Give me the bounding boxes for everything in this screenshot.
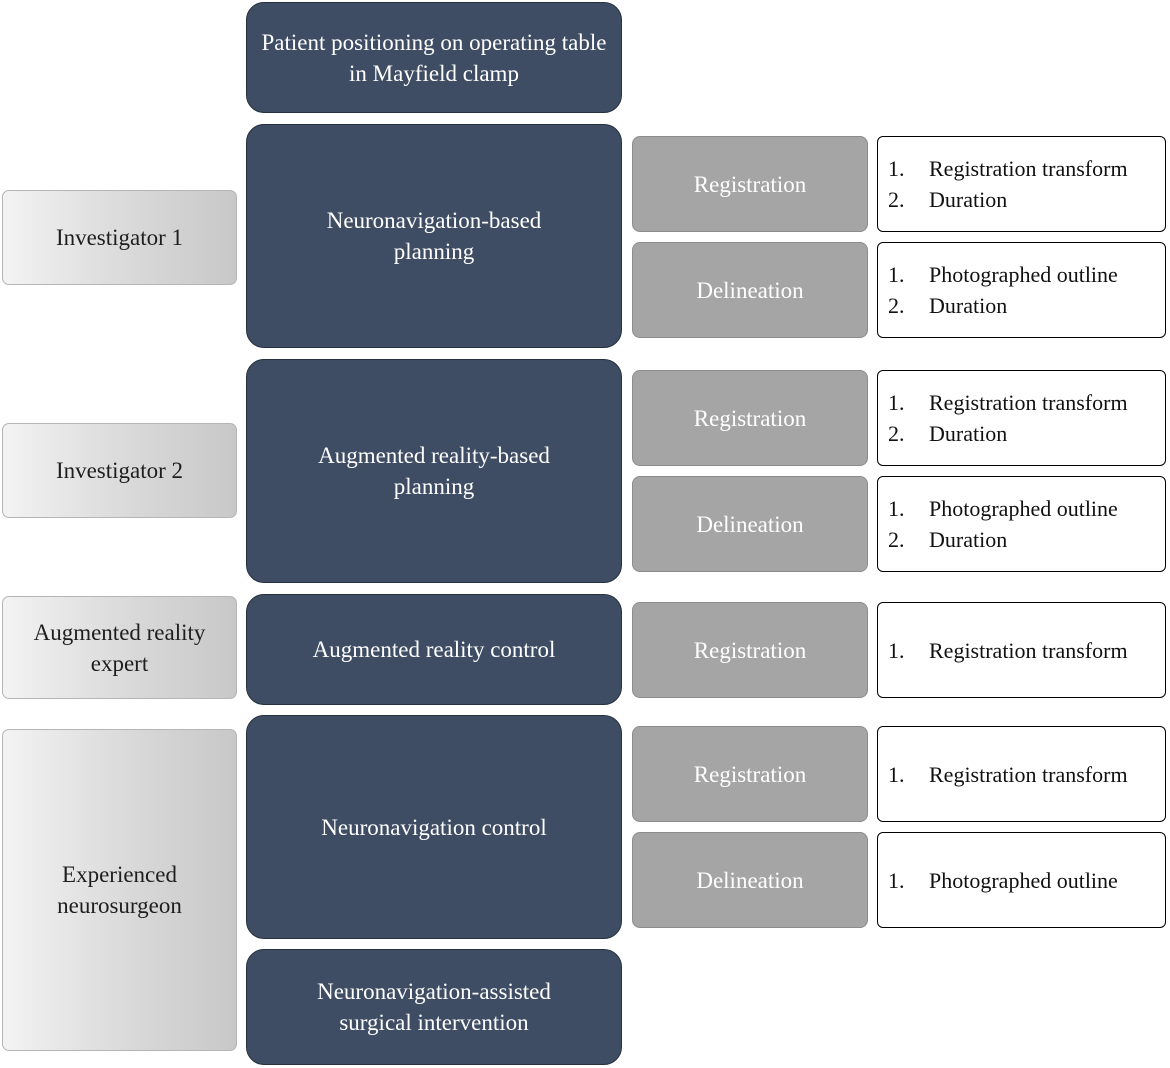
role-neurosurgeon: Experienced neurosurgeon: [2, 729, 237, 1051]
task-label: Delineation: [696, 867, 804, 893]
role-label: Investigator 1: [55, 225, 184, 250]
phase-neuronavigation-surgery: Neuronavigation-assisted surgical interv…: [246, 949, 622, 1065]
output-list: 1.Registration transform 2.Duration: [877, 370, 1166, 466]
phase-label: Neuronavigation control: [321, 814, 547, 840]
phase-ar-planning: Augmented reality-based planning: [246, 359, 622, 583]
role-investigator-2: Investigator 2: [2, 423, 237, 518]
output-list: 1.Photographed outline: [877, 832, 1166, 928]
task-delineation: Delineation: [632, 476, 868, 572]
phase-label: Augmented reality-based planning: [318, 443, 550, 499]
phase-neuronavigation-control: Neuronavigation control: [246, 715, 622, 939]
output-list: 1.Registration transform 2.Duration: [877, 136, 1166, 232]
task-label: Delineation: [696, 511, 804, 537]
task-registration: Registration: [632, 370, 868, 466]
output-item: 1.Registration transform: [888, 390, 1128, 415]
output-item: 1.Photographed outline: [888, 262, 1118, 287]
output-list: 1.Registration transform: [877, 726, 1166, 822]
output-item: 1.Photographed outline: [888, 496, 1118, 521]
phase-ar-control: Augmented reality control: [246, 594, 622, 705]
task-registration: Registration: [632, 602, 868, 698]
role-investigator-1: Investigator 1: [2, 190, 237, 285]
output-list: 1.Photographed outline 2.Duration: [877, 476, 1166, 572]
output-item: 1.Registration transform: [888, 637, 1128, 663]
role-label: Investigator 2: [55, 458, 184, 483]
task-registration: Registration: [632, 726, 868, 822]
role-ar-expert: Augmented reality expert: [2, 596, 237, 699]
role-label: Experienced neurosurgeon: [57, 862, 182, 918]
phase-label: Augmented reality control: [312, 637, 556, 662]
output-list: 1.Registration transform: [877, 602, 1166, 698]
phase-label: Neuronavigation-based planning: [326, 208, 542, 264]
output-item: 2.Duration: [888, 293, 1008, 318]
role-label: Augmented reality expert: [33, 619, 206, 676]
output-item: 2.Duration: [888, 527, 1008, 552]
task-label: Delineation: [696, 277, 804, 303]
phase-label: Patient positioning on operating table i…: [261, 29, 607, 86]
task-label: Registration: [693, 637, 807, 663]
output-item: 2.Duration: [888, 421, 1008, 446]
task-label: Registration: [693, 171, 807, 197]
task-label: Registration: [693, 405, 807, 431]
phase-neuronavigation-planning: Neuronavigation-based planning: [246, 124, 622, 348]
output-list: 1.Photographed outline 2.Duration: [877, 242, 1166, 338]
output-item: 1.Photographed outline: [888, 867, 1118, 893]
task-delineation: Delineation: [632, 242, 868, 338]
task-delineation: Delineation: [632, 832, 868, 928]
phase-label: Neuronavigation-assisted surgical interv…: [317, 979, 551, 1035]
task-registration: Registration: [632, 136, 868, 232]
phase-positioning: Patient positioning on operating table i…: [246, 2, 622, 113]
output-item: 2.Duration: [888, 187, 1008, 212]
output-item: 1.Registration transform: [888, 761, 1128, 787]
output-item: 1.Registration transform: [888, 156, 1128, 181]
task-label: Registration: [693, 761, 807, 787]
